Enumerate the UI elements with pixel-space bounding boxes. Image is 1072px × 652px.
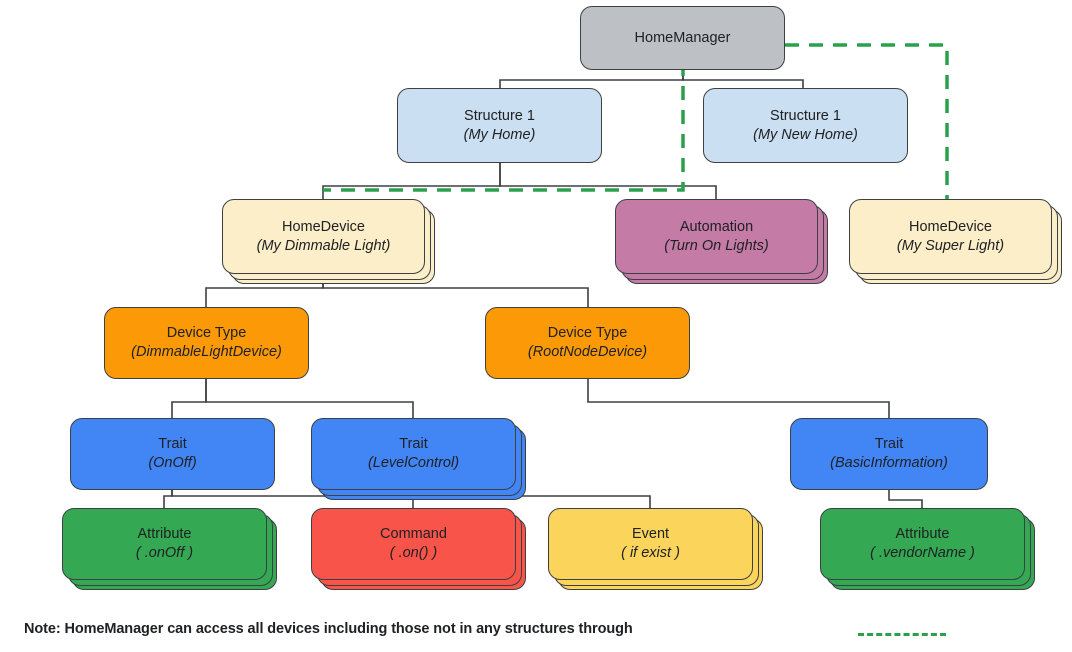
- node-subtitle: (Turn On Lights): [664, 237, 769, 254]
- node-title: Event: [631, 526, 670, 543]
- node-title: Structure 1: [464, 107, 535, 124]
- edge-home-manager-to-structure-1: [499, 70, 684, 88]
- node-cmd-on[interactable]: Command ( .on() ): [311, 508, 516, 580]
- node-device-type-2[interactable]: Device Type (RootNodeDevice): [485, 307, 690, 379]
- node-title: Device Type: [547, 325, 628, 342]
- node-subtitle: ( .onOff ): [135, 545, 194, 561]
- node-subtitle: (LevelControl): [367, 455, 460, 471]
- node-home-device-2[interactable]: HomeDevice (My Super Light): [849, 199, 1052, 274]
- node-automation-1[interactable]: Automation (Turn On Lights): [615, 199, 818, 274]
- node-structure-2[interactable]: Structure 1 (My New Home): [703, 88, 908, 163]
- node-title: Automation: [679, 218, 754, 235]
- node-subtitle: (BasicInformation): [830, 455, 948, 471]
- node-event-if-exist[interactable]: Event ( if exist ): [548, 508, 753, 580]
- edge-device-type-2-to-trait-basic: [587, 379, 890, 418]
- node-title: HomeManager: [634, 29, 731, 46]
- node-title: Trait: [158, 436, 187, 453]
- node-attr-vendor[interactable]: Attribute ( .vendorName ): [820, 508, 1025, 580]
- node-subtitle: (My Home): [463, 126, 536, 143]
- edge-device-type-1-to-trait-level: [205, 379, 414, 418]
- node-home-manager[interactable]: HomeManager: [580, 6, 785, 70]
- node-subtitle: (My Dimmable Light): [256, 237, 391, 254]
- edge-structure-1-to-home-device-1: [322, 163, 501, 199]
- node-title: HomeDevice: [282, 218, 365, 235]
- node-trait-basic[interactable]: Trait (BasicInformation): [790, 418, 988, 490]
- node-trait-onoff[interactable]: Trait (OnOff): [70, 418, 275, 490]
- node-title: Structure 1: [770, 107, 841, 124]
- node-title: Attribute: [137, 526, 192, 543]
- green-dashed-line-legend-icon: [858, 633, 946, 636]
- node-attr-onoff[interactable]: Attribute ( .onOff ): [62, 508, 267, 580]
- node-title: Attribute: [895, 526, 950, 543]
- node-home-device-1[interactable]: HomeDevice (My Dimmable Light): [222, 199, 425, 274]
- edge-home-manager-to-structure-2: [682, 70, 804, 88]
- edge-trait-basic-to-attr-vendor: [888, 490, 923, 508]
- node-title: Trait: [399, 436, 428, 453]
- node-title: Command: [380, 526, 447, 543]
- edge-device-type-1-to-trait-onoff: [171, 379, 207, 418]
- node-subtitle: (RootNodeDevice): [527, 344, 648, 360]
- node-subtitle: ( .vendorName ): [870, 545, 975, 561]
- footer-note: Note: HomeManager can access all devices…: [24, 621, 633, 637]
- edge-trait-onoff-to-attr-onoff: [163, 490, 173, 508]
- node-trait-level[interactable]: Trait (LevelControl): [311, 418, 516, 490]
- node-title: Device Type: [166, 325, 247, 342]
- node-subtitle: ( if exist ): [621, 545, 680, 561]
- node-structure-1[interactable]: Structure 1 (My Home): [397, 88, 602, 163]
- node-title: HomeDevice: [909, 218, 992, 235]
- node-subtitle: (OnOff): [148, 455, 197, 471]
- node-subtitle: ( .on() ): [389, 545, 438, 561]
- node-subtitle: (My Super Light): [896, 237, 1005, 254]
- node-device-type-1[interactable]: Device Type (DimmableLightDevice): [104, 307, 309, 379]
- node-subtitle: (DimmableLightDevice): [131, 344, 282, 360]
- node-subtitle: (My New Home): [753, 126, 858, 143]
- edge-structure-1-to-automation-1: [499, 163, 717, 199]
- node-title: Trait: [874, 436, 904, 453]
